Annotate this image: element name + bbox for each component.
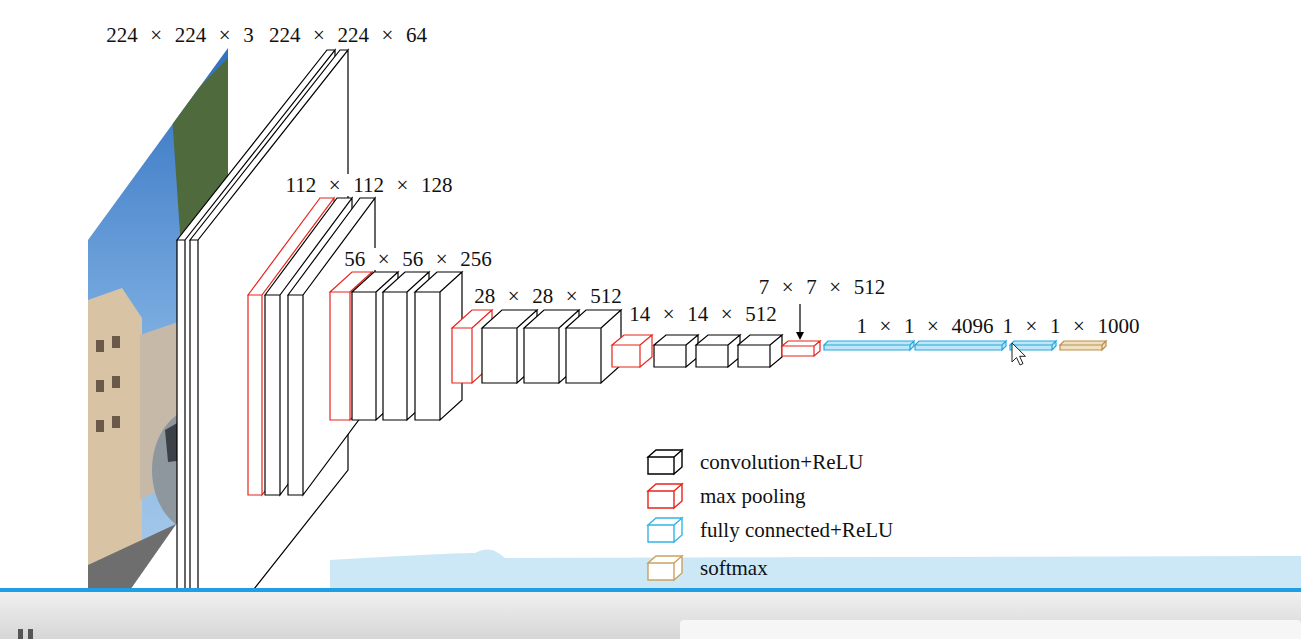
legend-swatch-box (648, 518, 682, 542)
softmax-layer (1060, 341, 1106, 350)
conv-block (452, 310, 621, 383)
conv-block (330, 272, 462, 420)
legend-swatch-box (648, 484, 682, 508)
dimension-label: 7 × 7 × 512 (757, 276, 888, 298)
fc-layer (915, 341, 1006, 350)
conv-block (612, 335, 782, 367)
conv-layer (738, 335, 782, 367)
pause-icon (28, 629, 33, 639)
legend-swatch (646, 515, 686, 545)
legend-swatch (646, 553, 686, 583)
dimension-label: 224 × 224 × 3 (104, 24, 256, 46)
legend-text: max pooling (700, 484, 806, 508)
leader-arrowhead (796, 332, 804, 340)
photo-window (112, 376, 120, 388)
pause-icon (18, 629, 23, 639)
dimension-label: 112 × 112 × 128 (283, 174, 454, 196)
conv-layer (696, 335, 740, 367)
legend-text: softmax (700, 556, 768, 580)
photo-window (96, 340, 104, 352)
player-overlay (330, 549, 1301, 590)
photo-window (96, 380, 104, 392)
mouse-cursor (1012, 343, 1026, 365)
photo-window (112, 416, 120, 428)
legend-text: fully connected+ReLU (700, 518, 893, 542)
legend-swatch-box (648, 556, 682, 580)
conv-layer (654, 335, 698, 367)
legend-row: convolution+ReLU (646, 447, 864, 477)
legend-row: fully connected+ReLU (646, 515, 893, 545)
dimension-label: 28 × 28 × 512 (472, 285, 624, 307)
pool-layer (612, 335, 652, 367)
photo-window (96, 420, 104, 432)
legend-row: softmax (646, 553, 768, 583)
progress-bar (0, 588, 1301, 592)
legend-text: convolution+ReLU (700, 450, 864, 474)
photo-window (112, 336, 120, 348)
legend-swatch (646, 447, 686, 477)
dimension-label: 56 × 56 × 256 (342, 248, 494, 270)
legend-swatch (646, 481, 686, 511)
pool-layer (782, 341, 820, 356)
leader-line (799, 304, 800, 333)
dense-block (824, 341, 1106, 350)
legend-swatch-box (648, 450, 682, 474)
dimension-label: 1 × 1 × 4096 (854, 315, 995, 337)
dimension-label: 224 × 224 × 64 (267, 24, 429, 46)
fc-layer (824, 341, 914, 350)
player-input (680, 620, 1301, 639)
dimension-label: 14 × 14 × 512 (627, 303, 779, 325)
dimension-label: 1 × 1 × 1000 (1000, 315, 1141, 337)
legend-row: max pooling (646, 481, 806, 511)
